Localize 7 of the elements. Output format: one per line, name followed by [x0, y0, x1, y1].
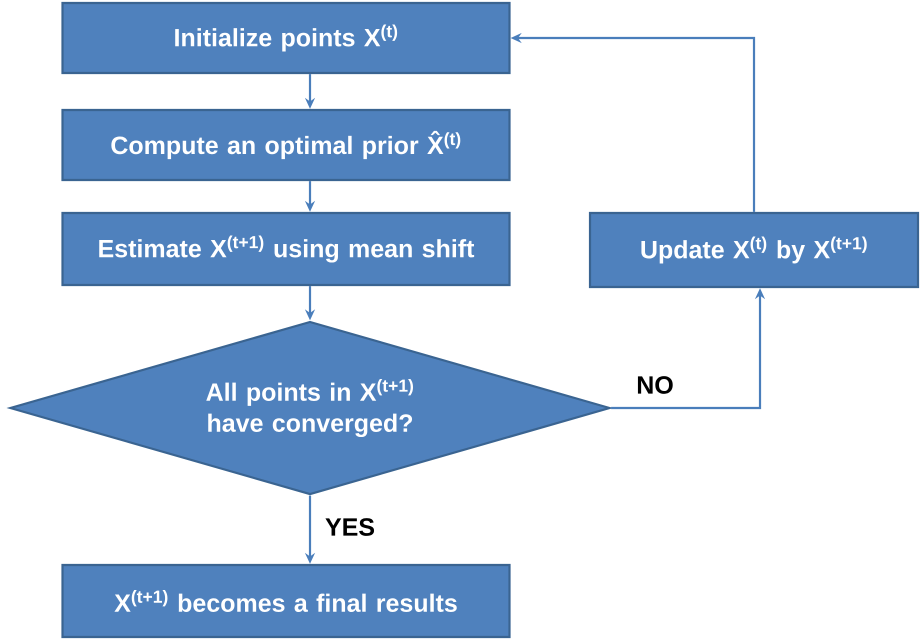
process-box: X$^{(t+1)}$ becomes a final results [61, 564, 511, 638]
edge-label: YES [323, 516, 378, 538]
process-box: Update X$^{(t)}$ by X$^{(t+1)}$ [588, 212, 920, 288]
process-box: Estimate X$^{(t+1)}$ using mean shift [61, 212, 511, 286]
process-box: Compute an optimal prior X̂$^{(t)}$ [61, 108, 511, 182]
process-box: Initialize points X$^{(t)}$ [61, 2, 511, 74]
edge-label: NO [634, 374, 676, 396]
